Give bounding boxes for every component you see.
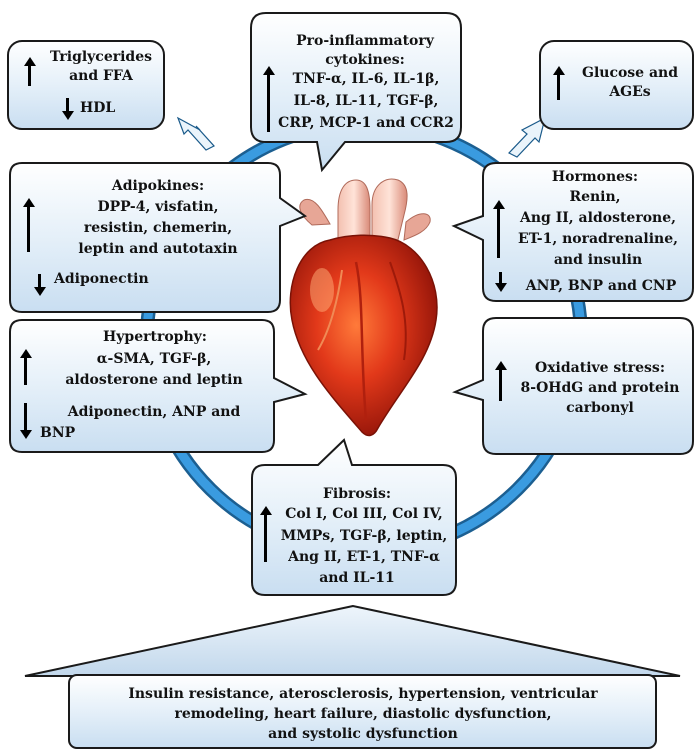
cytokines-line-3: CRP, MCP-1 and CCR2: [274, 114, 458, 133]
oxidative-title: Oxidative stress:: [510, 359, 690, 378]
glucose-pointer-arrow: [509, 118, 545, 157]
adipokines-line-1: DPP-4, visfatin,: [40, 198, 276, 217]
heart-illustration: [290, 179, 437, 435]
adipokines-line-2: resistin, chemerin,: [40, 219, 276, 238]
fibrosis-line-2: MMPs, TGF-β, leptin,: [272, 527, 456, 546]
outcome-line-3: and systolic dysfunction: [72, 725, 654, 744]
fibrosis-line-3: Ang II, ET-1, TNF-α: [272, 548, 456, 567]
outcome-line-2: remodeling, heart failure, diastolic dys…: [72, 705, 654, 724]
glucose-text: Glucose and AGEs: [570, 64, 690, 102]
outcome-triangle: [25, 606, 680, 676]
hormones-line-4: and insulin: [504, 251, 692, 270]
hypertrophy-down-2: BNP: [40, 424, 75, 443]
outcome-line-1: Insulin resistance, aterosclerosis, hype…: [72, 685, 654, 704]
oxidative-line-2: carbonyl: [510, 399, 690, 418]
cytokines-line-2: IL-8, IL-11, TGF-β,: [274, 92, 458, 111]
hypertrophy-line-1: α-SMA, TGF-β,: [36, 350, 272, 369]
hormones-line-1: Renin,: [500, 188, 690, 207]
lipids-up-text: Triglycerides and FFA: [38, 48, 164, 86]
fibrosis-line-4: and IL-11: [262, 569, 452, 588]
hormones-line-3: ET-1, noradrenaline,: [504, 230, 692, 249]
hormones-title: Hormones:: [500, 168, 690, 187]
cytokines-title: Pro-inflammatory cytokines:: [270, 32, 460, 70]
adipokines-title: Adipokines:: [40, 177, 276, 196]
hypertrophy-line-2: aldosterone and leptin: [36, 371, 272, 390]
cytokines-line-1: TNF-α, IL-6, IL-1β,: [274, 70, 458, 89]
fibrosis-line-1: Col I, Col III, Col IV,: [272, 505, 456, 524]
oxidative-line-1: 8-OHdG and protein: [510, 379, 690, 398]
adipokines-line-3: leptin and autotaxin: [40, 240, 276, 259]
hormones-down-text: ANP, BNP and CNP: [510, 277, 692, 296]
hypertrophy-down-1: Adiponectin, ANP and: [36, 403, 272, 422]
fibrosis-title: Fibrosis:: [262, 485, 452, 504]
hypertrophy-title: Hypertrophy:: [40, 328, 270, 347]
lipids-pointer-arrow: [178, 118, 214, 150]
lipids-down-text: HDL: [80, 99, 115, 118]
adipokines-down-text: Adiponectin: [54, 270, 149, 289]
hormones-line-2: Ang II, aldosterone,: [504, 209, 692, 228]
